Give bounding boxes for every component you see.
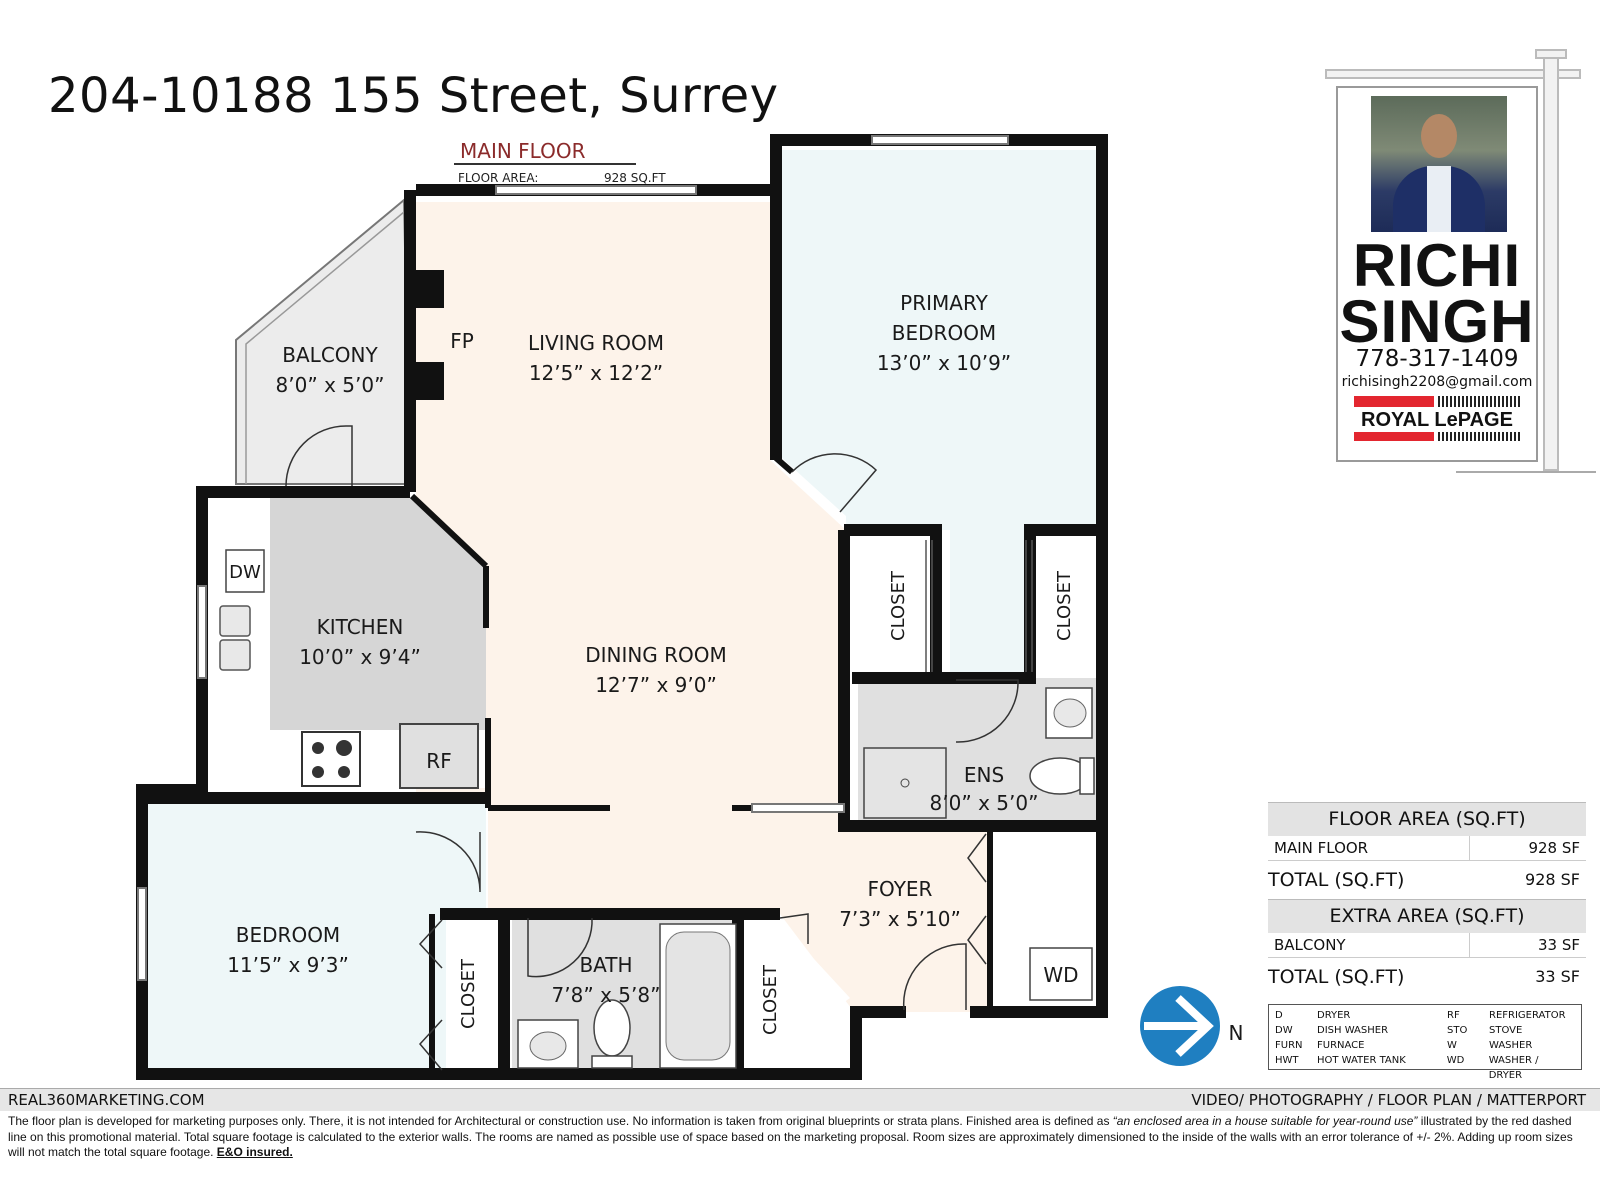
ens-dims: 8’0” x 5’0” — [930, 791, 1039, 815]
shower — [863, 747, 947, 819]
table-row: MAIN FLOOR 928 SF — [1268, 836, 1586, 861]
primary-name-2: BEDROOM — [892, 321, 996, 345]
agent-photo — [1371, 96, 1507, 232]
floor-plan: MAIN FLOOR FLOOR AREA: 928 SQ.FT — [136, 49, 1596, 1080]
closet-label-primary-right: CLOSET — [1054, 570, 1075, 641]
primary-bedroom-area — [782, 150, 1096, 678]
floor-total-row: TOTAL (SQ.FT) 928 SF — [1268, 869, 1580, 891]
living-dims: 12’5” x 12’2” — [529, 361, 663, 385]
kitchen-dims: 10’0” x 9’4” — [299, 645, 421, 669]
balcony-dims: 8’0” x 5’0” — [276, 373, 385, 397]
refrigerator-label: RF — [426, 749, 451, 773]
balcony-name: BALCONY — [282, 343, 378, 367]
kitchen-area — [270, 498, 486, 730]
bath-toilet — [593, 999, 631, 1057]
closet-label-primary-left: CLOSET — [888, 570, 909, 641]
brokerage-logo: ROYAL LePAGE — [1354, 396, 1520, 442]
agent-last-name: SINGH — [1339, 288, 1535, 355]
bedroom-name: BEDROOM — [236, 923, 340, 947]
footer-services: VIDEO/ PHOTOGRAPHY / FLOOR PLAN / MATTER… — [1191, 1091, 1586, 1109]
floor-area-label: FLOOR AREA: — [458, 171, 538, 185]
stove — [301, 731, 361, 787]
dishwasher — [225, 549, 265, 593]
compass-icon — [1140, 986, 1220, 1066]
agent-email: richisingh2208@gmail.com — [1341, 374, 1533, 390]
disclaimer: The floor plan is developed for marketin… — [8, 1114, 1573, 1159]
agent-sign: RICHI SINGH 778-317-1409 richisingh2208@… — [1336, 86, 1538, 462]
kitchen-sink — [219, 605, 251, 671]
agent-first-name: RICHI — [1352, 232, 1522, 299]
page-title: 204-10188 155 Street, Surrey — [48, 68, 779, 124]
dining-name: DINING ROOM — [585, 643, 727, 667]
floor-area-value: 928 SQ.FT — [604, 171, 666, 185]
fp-label: FP — [450, 329, 474, 353]
foyer-dims: 7’3” x 5’10” — [839, 907, 961, 931]
dishwasher-label: DW — [229, 562, 261, 583]
ens-name: ENS — [964, 763, 1004, 787]
ens-sink — [1053, 698, 1087, 728]
floor-label: MAIN FLOOR — [460, 139, 586, 163]
primary-dims: 13’0” x 10’9” — [877, 351, 1011, 375]
area-table: FLOOR AREA (SQ.FT) MAIN FLOOR 928 SF TOT… — [1268, 802, 1586, 996]
closet-label-bedroom: CLOSET — [458, 958, 479, 1029]
extra-area-header: EXTRA AREA (SQ.FT) — [1268, 899, 1586, 933]
balcony-area — [235, 197, 412, 485]
footer-website: REAL360MARKETING.COM — [8, 1091, 205, 1109]
bath-sink — [529, 1031, 567, 1061]
bath-dims: 7’8” x 5’8” — [552, 983, 661, 1007]
closet-label-foyer: CLOSET — [760, 964, 781, 1035]
floor-area-header: FLOOR AREA (SQ.FT) — [1268, 802, 1586, 836]
washer-dryer-label: WD — [1043, 963, 1078, 987]
bath-name: BATH — [579, 953, 632, 977]
washer-dryer — [1029, 947, 1093, 1001]
kitchen-name: KITCHEN — [317, 615, 404, 639]
table-row: BALCONY 33 SF — [1268, 933, 1586, 958]
agent-phone: 778-317-1409 — [1355, 346, 1519, 372]
extra-total-row: TOTAL (SQ.FT) 33 SF — [1268, 966, 1580, 988]
foyer-name: FOYER — [868, 877, 933, 901]
primary-name-1: PRIMARY — [900, 291, 988, 315]
refrigerator — [399, 723, 479, 789]
footer-bar: REAL360MARKETING.COM VIDEO/ PHOTOGRAPHY … — [0, 1088, 1600, 1111]
compass-label: N — [1229, 1021, 1244, 1045]
bedroom-dims: 11’5” x 9’3” — [227, 953, 349, 977]
sign-post — [1325, 49, 1581, 471]
living-name: LIVING ROOM — [528, 331, 664, 355]
dining-dims: 12’7” x 9’0” — [595, 673, 717, 697]
brokerage-name: ROYAL LePAGE — [1361, 409, 1513, 431]
